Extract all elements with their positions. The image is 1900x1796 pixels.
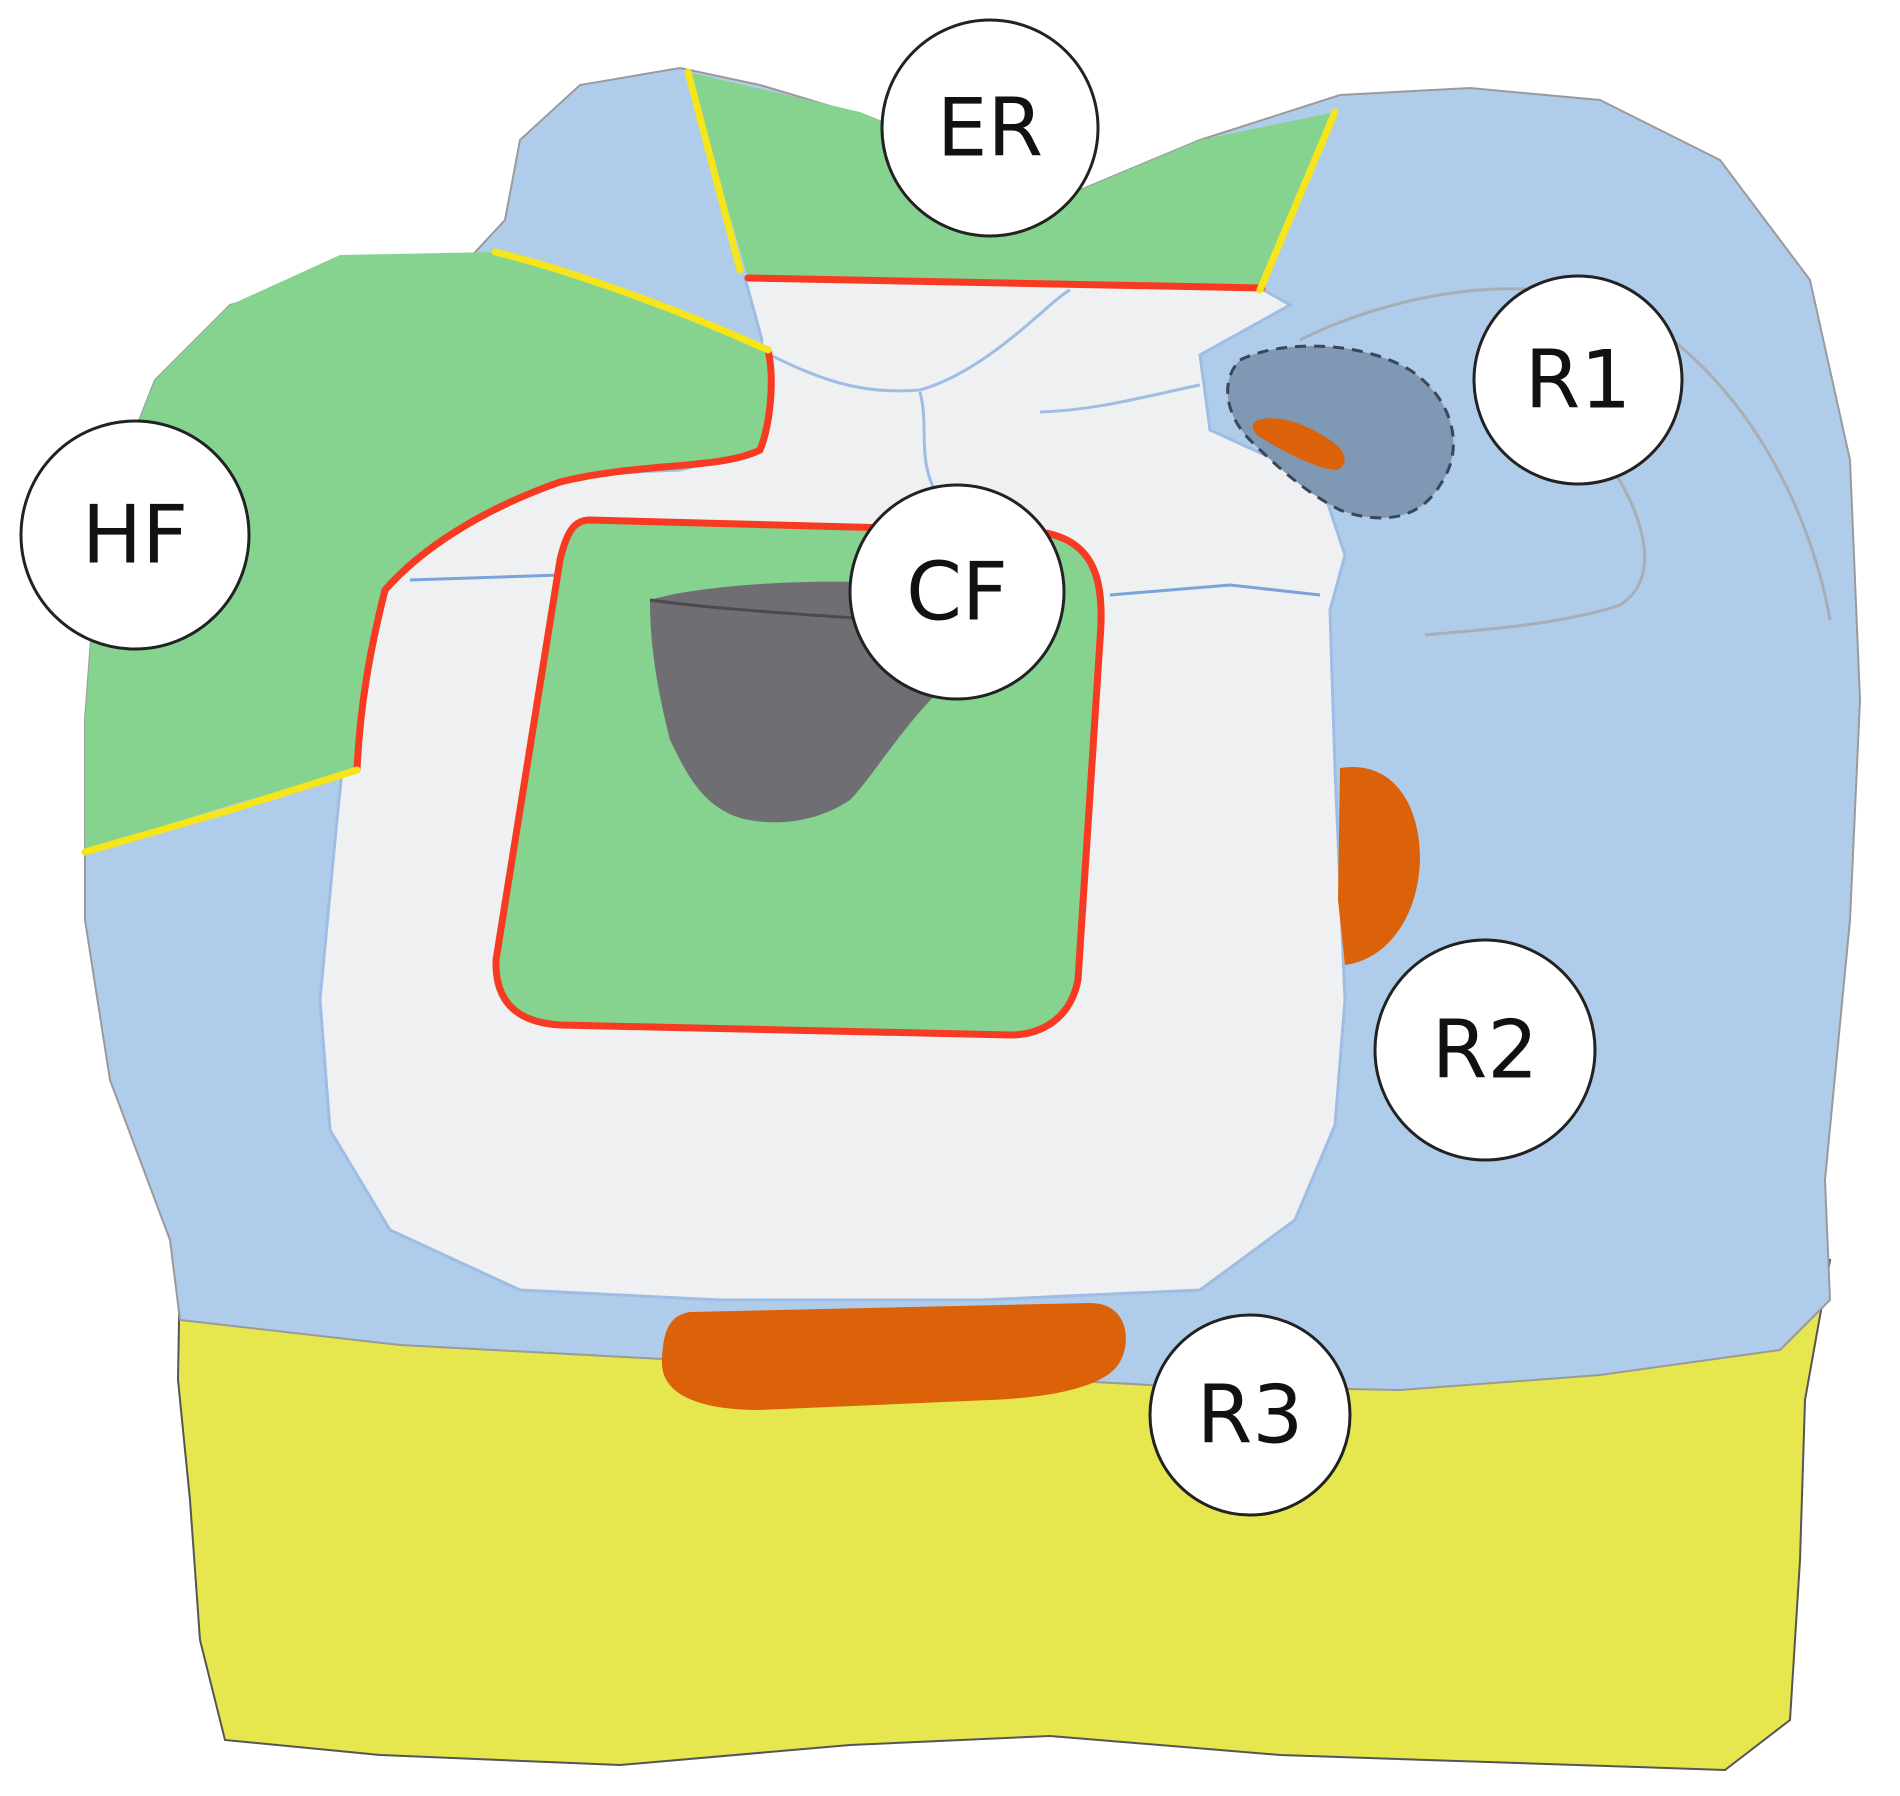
hf-filling [85,252,772,852]
hf-label: HF [19,419,251,651]
er-label-circle [880,18,1100,238]
r3-label-text: R3 [1197,1369,1303,1462]
hf-yellow-margin-bottom [81,766,361,856]
r1-resin [1252,418,1345,470]
crack-line-right-lower [1424,449,1647,637]
er-label-text: ER [937,82,1043,175]
r2-label-circle [1373,938,1597,1162]
er-label: ER [880,18,1100,238]
r3-resin [661,1303,1126,1410]
r3-label-circle [1148,1313,1352,1517]
hf-label-text: HF [82,489,188,582]
r1-label-text: R1 [1525,334,1631,427]
r1-label: R1 [1472,274,1684,486]
cf-label: CF [848,483,1066,701]
cf-label-text: CF [906,546,1008,639]
hf-red-margin [353,346,775,774]
er-yellow-margin-left [684,68,744,274]
r3-label: R3 [1148,1313,1352,1517]
hf-label-circle [19,419,251,651]
r1-defect [1226,344,1455,520]
er-yellow-margin-right [1256,108,1339,294]
r2-label-text: R2 [1432,1004,1538,1097]
cf-label-circle [848,483,1066,701]
er-red-margin [744,274,1266,292]
hf-yellow-margin-top [491,248,772,354]
r2-label: R2 [1373,938,1597,1162]
canal-line-horizontal [409,573,1321,597]
r2-resin [1338,766,1420,965]
r1-label-circle [1472,274,1684,486]
